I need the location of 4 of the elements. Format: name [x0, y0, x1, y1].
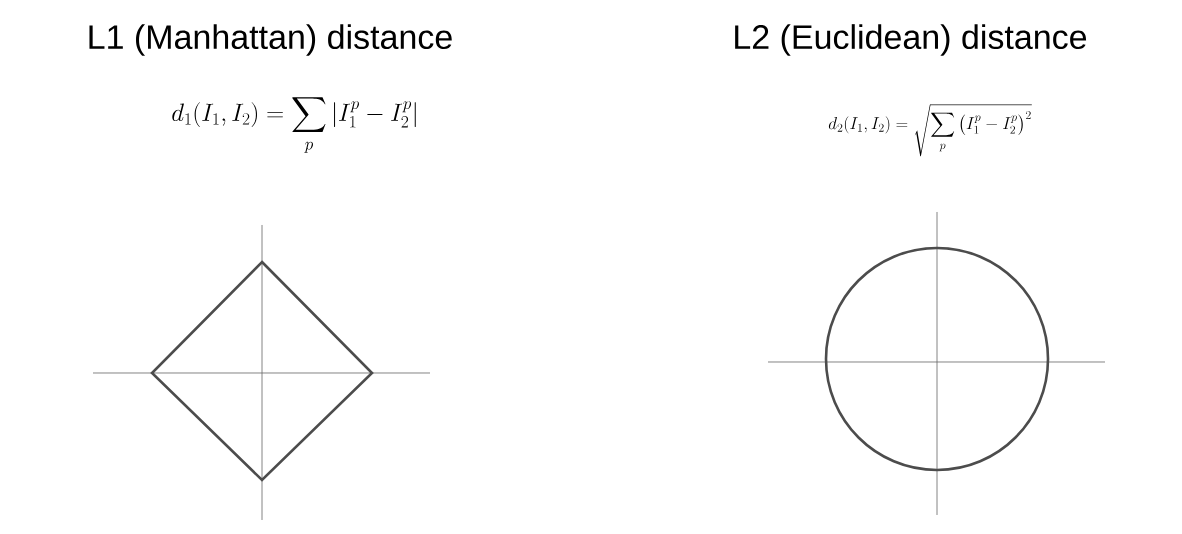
heading: L1 (Manhattan) distance — [89, 24, 452, 56]
formula: $d_2(I_1, I_2) = \sqrt{\sum_p \big(I_1^p - I_2^p\big)^2}$ — [828, 104, 1032, 157]
formula: $d_1(I_1, I_2) = \sum_p |I_1^p - I_2^p|$ — [172, 97, 416, 153]
heading: L2 (Euclidean) distance — [735, 24, 1087, 56]
